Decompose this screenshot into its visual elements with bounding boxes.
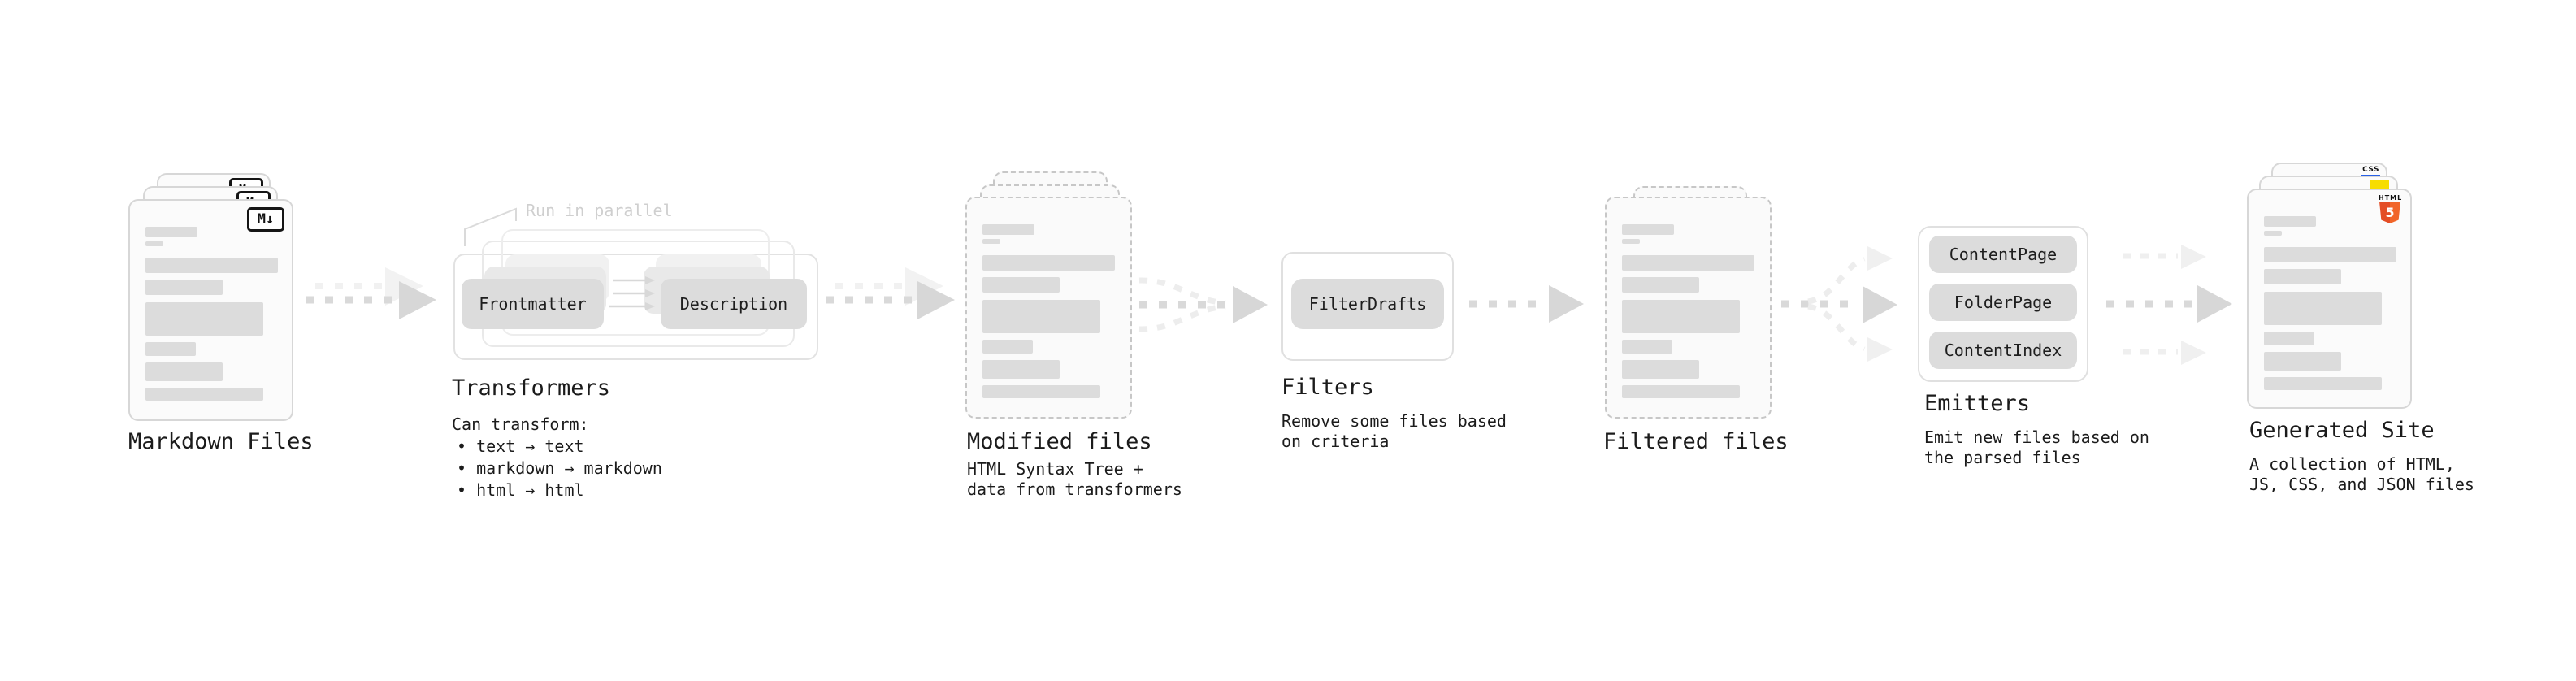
- text-line-placeholder: [982, 385, 1100, 398]
- subtitle-line: JS, CSS, and JSON files: [2249, 475, 2474, 494]
- arrow-filters-to-filtered: [1469, 285, 1584, 323]
- js-file-icon: [2370, 180, 2389, 189]
- text-line-placeholder: [145, 302, 263, 336]
- text-line-placeholder: [2264, 352, 2341, 371]
- text-line-placeholder: [2264, 231, 2282, 236]
- arrow-markdown-to-transformers: [306, 267, 436, 319]
- filters-subtitle: Remove some files based on criteria: [1281, 411, 1507, 452]
- stage-title-emitters: Emitters: [1924, 391, 2031, 416]
- emitters-subtitle: Emit new files based on the parsed files: [1924, 427, 2149, 468]
- content-index-node: ContentIndex: [1929, 332, 2077, 369]
- text-line-placeholder: [145, 388, 263, 401]
- stage-title-filters: Filters: [1281, 375, 1374, 400]
- markdown-file-card-front: M↓: [128, 199, 293, 421]
- folder-page-node: FolderPage: [1929, 284, 2077, 321]
- arrow-emitters-to-generated: [2106, 245, 2232, 365]
- text-line-placeholder: [982, 224, 1034, 235]
- stage-title-generated-site: Generated Site: [2249, 418, 2435, 443]
- arrow-filtered-to-emitters: [1781, 246, 1897, 362]
- text-line-placeholder: [1622, 239, 1640, 244]
- bullet-item: text → text: [457, 436, 662, 458]
- transformers-desc-heading: Can transform:: [452, 414, 589, 434]
- text-line-placeholder: [1622, 300, 1740, 333]
- subtitle-line: Remove some files based: [1281, 411, 1507, 431]
- bullet-item: markdown → markdown: [457, 458, 662, 479]
- text-line-placeholder: [1622, 224, 1674, 235]
- text-line-placeholder: [1622, 385, 1740, 398]
- text-line-placeholder: [982, 340, 1033, 354]
- text-line-placeholder: [982, 300, 1100, 333]
- content-page-node: ContentPage: [1929, 236, 2077, 273]
- text-line-placeholder: [2264, 332, 2314, 345]
- html5-icon: HTML 5: [2379, 194, 2401, 223]
- text-line-placeholder: [2264, 377, 2382, 390]
- text-line-placeholder: [2264, 216, 2316, 227]
- transformers-bullet-list: text → text markdown → markdown html → h…: [457, 436, 662, 501]
- run-in-parallel-note: Run in parallel: [526, 201, 673, 220]
- subtitle-line: on criteria: [1281, 432, 1390, 451]
- filter-drafts-node: FilterDrafts: [1291, 279, 1444, 329]
- description-node: Description: [661, 279, 807, 329]
- modified-file-card-front: [965, 197, 1132, 419]
- subtitle-line: the parsed files: [1924, 448, 2081, 467]
- generated-site-subtitle: A collection of HTML, JS, CSS, and JSON …: [2249, 454, 2474, 495]
- stage-title-modified-files: Modified files: [967, 429, 1152, 454]
- stage-title-markdown-files: Markdown Files: [128, 429, 314, 454]
- stage-title-filtered-files: Filtered files: [1603, 429, 1789, 454]
- subtitle-line: Emit new files based on: [1924, 427, 2149, 447]
- subtitle-line: A collection of HTML,: [2249, 454, 2455, 474]
- text-line-placeholder: [1622, 340, 1672, 354]
- frontmatter-node: Frontmatter: [462, 279, 604, 329]
- subtitle-line: HTML Syntax Tree +: [967, 459, 1143, 479]
- generated-file-card-front: HTML 5: [2247, 189, 2412, 409]
- arrow-modified-to-filters: [1138, 277, 1268, 332]
- text-line-placeholder: [2264, 292, 2382, 325]
- text-line-placeholder: [145, 241, 163, 246]
- bullet-item: html → html: [457, 479, 662, 501]
- text-line-placeholder: [1622, 360, 1699, 379]
- text-line-placeholder: [145, 280, 223, 295]
- arrow-transformers-to-modified: [826, 267, 955, 319]
- text-line-placeholder: [982, 277, 1060, 293]
- text-line-placeholder: [982, 255, 1115, 271]
- text-line-placeholder: [2264, 247, 2396, 262]
- text-line-placeholder: [982, 239, 1000, 244]
- text-line-placeholder: [1622, 255, 1754, 271]
- text-line-placeholder: [145, 258, 278, 273]
- text-line-placeholder: [1622, 277, 1699, 293]
- filtered-file-card-front: [1605, 197, 1772, 419]
- text-line-placeholder: [145, 362, 223, 381]
- subtitle-line: data from transformers: [967, 479, 1182, 499]
- html5-word: HTML: [2379, 194, 2403, 202]
- stage-title-transformers: Transformers: [452, 375, 611, 401]
- text-line-placeholder: [145, 342, 196, 356]
- text-line-placeholder: [982, 360, 1060, 379]
- text-line-placeholder: [2264, 269, 2341, 284]
- modified-files-subtitle: HTML Syntax Tree + data from transformer…: [967, 459, 1182, 500]
- markdown-icon: M↓: [247, 207, 284, 232]
- text-line-placeholder: [145, 227, 197, 237]
